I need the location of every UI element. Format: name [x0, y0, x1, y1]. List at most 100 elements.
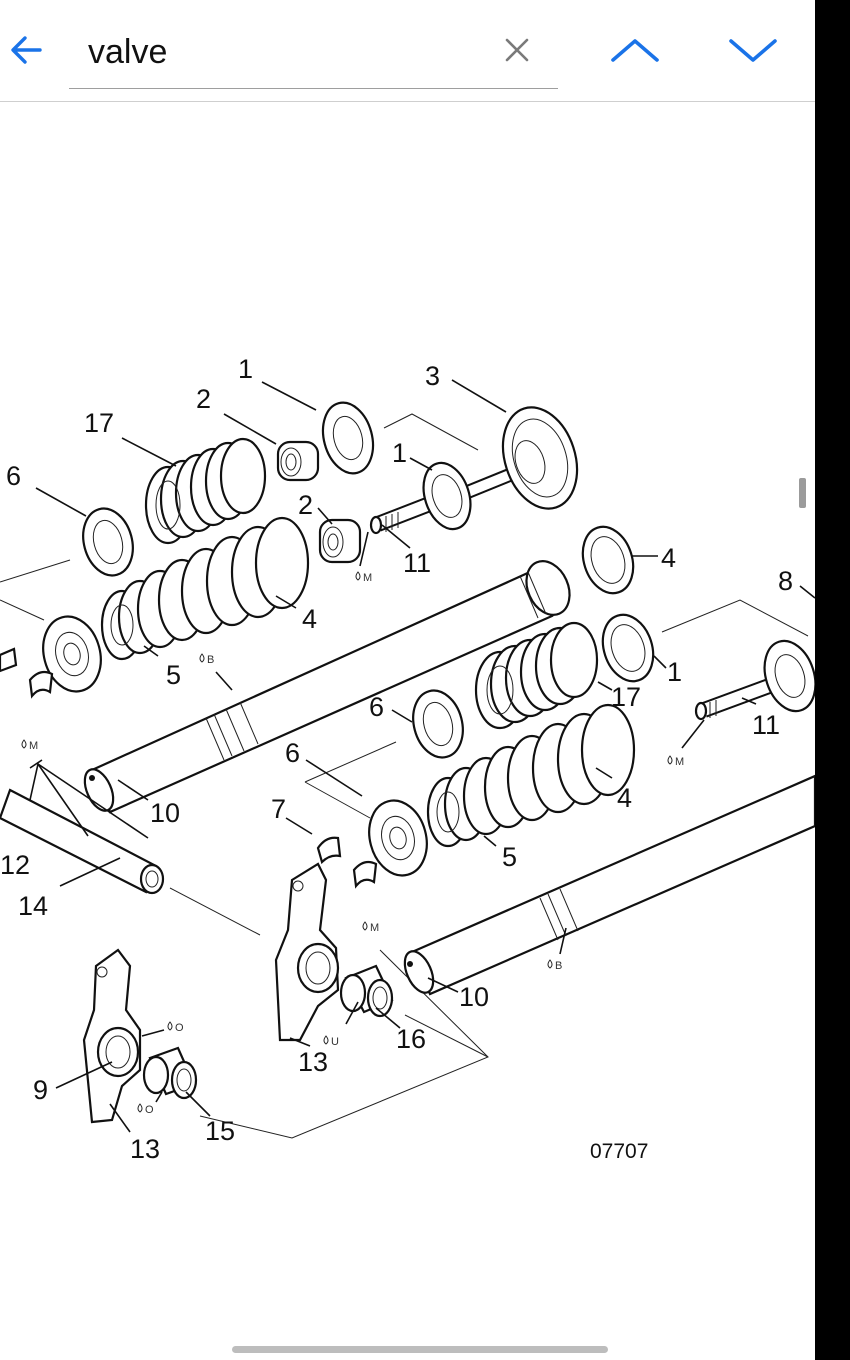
drawing-number: 07707 [590, 1140, 648, 1163]
oil-drop-icon [547, 959, 553, 969]
callout-16: 16 [396, 1024, 426, 1054]
group-line [304, 741, 397, 783]
bushing-16 [339, 964, 394, 1018]
rocker-arm-center [274, 862, 340, 1042]
valve-cotter [0, 647, 18, 673]
spring-seat [42, 615, 102, 693]
previous-match-button[interactable] [604, 22, 666, 78]
spring-seat [368, 799, 428, 877]
spring-outer-lower [426, 703, 636, 848]
tube-14 [0, 788, 165, 895]
rocker-shaft-lower [403, 774, 815, 996]
group-line [0, 599, 45, 621]
group-line [199, 949, 489, 1139]
arrow-left-icon [11, 36, 42, 64]
lube-mark: U [331, 1036, 339, 1048]
spring-outer-upper [100, 516, 310, 661]
callout-7: 7 [271, 794, 286, 824]
callout-10: 10 [150, 798, 180, 828]
lube-mark: O [145, 1104, 154, 1116]
callout-11: 11 [752, 710, 780, 740]
callout-8: 8 [778, 566, 793, 596]
spring-retainer [82, 507, 134, 577]
document-page[interactable]: 1 2 3 17 1 6 2 11 4 8 4 5 1 17 11 6 6 4 … [0, 102, 815, 1360]
callout-4: 4 [302, 604, 317, 634]
valve-cotter [28, 670, 54, 699]
oil-drop-icon [137, 1103, 143, 1113]
oil-drop-icon [323, 1035, 329, 1045]
lube-mark: B [555, 960, 562, 972]
next-match-button[interactable] [722, 22, 784, 78]
chevron-up-icon [611, 39, 659, 62]
spring-retainer [412, 689, 464, 759]
valve-right [694, 639, 815, 721]
bushing-15 [142, 1046, 198, 1100]
washer [601, 613, 655, 683]
lube-mark: M [675, 756, 684, 768]
group-line [304, 781, 371, 819]
callout-6: 6 [285, 738, 300, 768]
callout-1: 1 [667, 657, 682, 687]
lube-mark: M [363, 572, 372, 584]
back-button[interactable] [0, 20, 52, 80]
thrust-washer [581, 525, 635, 595]
clear-search-button[interactable] [497, 26, 537, 74]
home-indicator[interactable] [232, 1346, 608, 1353]
rocker-shaft-upper [83, 560, 571, 814]
oil-drop-icon [362, 921, 368, 931]
callout-11: 11 [403, 548, 431, 578]
callout-4: 4 [661, 543, 676, 573]
callout-10: 10 [459, 982, 489, 1012]
callout-13: 13 [298, 1047, 328, 1077]
chevron-down-icon [729, 39, 777, 62]
oil-drop-icon [199, 653, 205, 663]
group-line [169, 887, 261, 936]
callout-1: 1 [392, 438, 407, 468]
leader-lines [29, 379, 815, 1133]
callout-4: 4 [617, 783, 632, 813]
group-line [661, 599, 809, 637]
close-icon [505, 38, 529, 62]
callout-6: 6 [369, 692, 384, 722]
callout-1: 1 [238, 354, 253, 384]
valve-cotter [316, 836, 342, 865]
callout-17: 17 [611, 682, 641, 712]
callout-2: 2 [196, 384, 211, 414]
callout-12: 12 [0, 850, 30, 880]
valve-train-exploded-diagram: 1 2 3 17 1 6 2 11 4 8 4 5 1 17 11 6 6 4 … [0, 354, 815, 1164]
find-in-page-toolbar [0, 0, 815, 102]
valve-cotter [352, 860, 378, 889]
lube-mark: B [207, 654, 214, 666]
callout-17: 17 [84, 408, 114, 438]
spring-inner-upper [144, 437, 267, 545]
group-line [383, 413, 479, 451]
rocker-arm-lower [82, 948, 142, 1124]
callouts: 1 2 3 17 1 6 2 11 4 8 4 5 1 17 11 6 6 4 … [0, 354, 793, 1164]
scrollbar-thumb[interactable] [799, 478, 806, 508]
valve-stem-upper [369, 461, 472, 535]
lube-mark: M [370, 922, 379, 934]
callout-9: 9 [33, 1075, 48, 1105]
callout-14: 14 [18, 891, 48, 921]
oil-drop-icon [167, 1021, 173, 1031]
callout-5: 5 [502, 842, 517, 872]
callout-5: 5 [166, 660, 181, 690]
oil-drop-icon [667, 755, 673, 765]
search-input[interactable] [88, 32, 488, 72]
callout-15: 15 [205, 1116, 235, 1146]
oil-drop-icon [21, 739, 27, 749]
callout-3: 3 [425, 361, 440, 391]
lubrication-marks: M B M M M B O U O [21, 571, 684, 1116]
washer [321, 401, 375, 475]
search-field[interactable] [69, 24, 558, 89]
lube-mark: M [29, 740, 38, 752]
callout-6: 6 [6, 461, 21, 491]
lube-mark: O [175, 1022, 184, 1034]
group-line [0, 559, 71, 583]
bushing-lower [318, 518, 362, 564]
bushing-upper [276, 440, 320, 482]
oil-drop-icon [355, 571, 361, 581]
callout-2: 2 [298, 490, 313, 520]
group-line [404, 1014, 489, 1058]
spring-inner-lower [474, 621, 599, 730]
